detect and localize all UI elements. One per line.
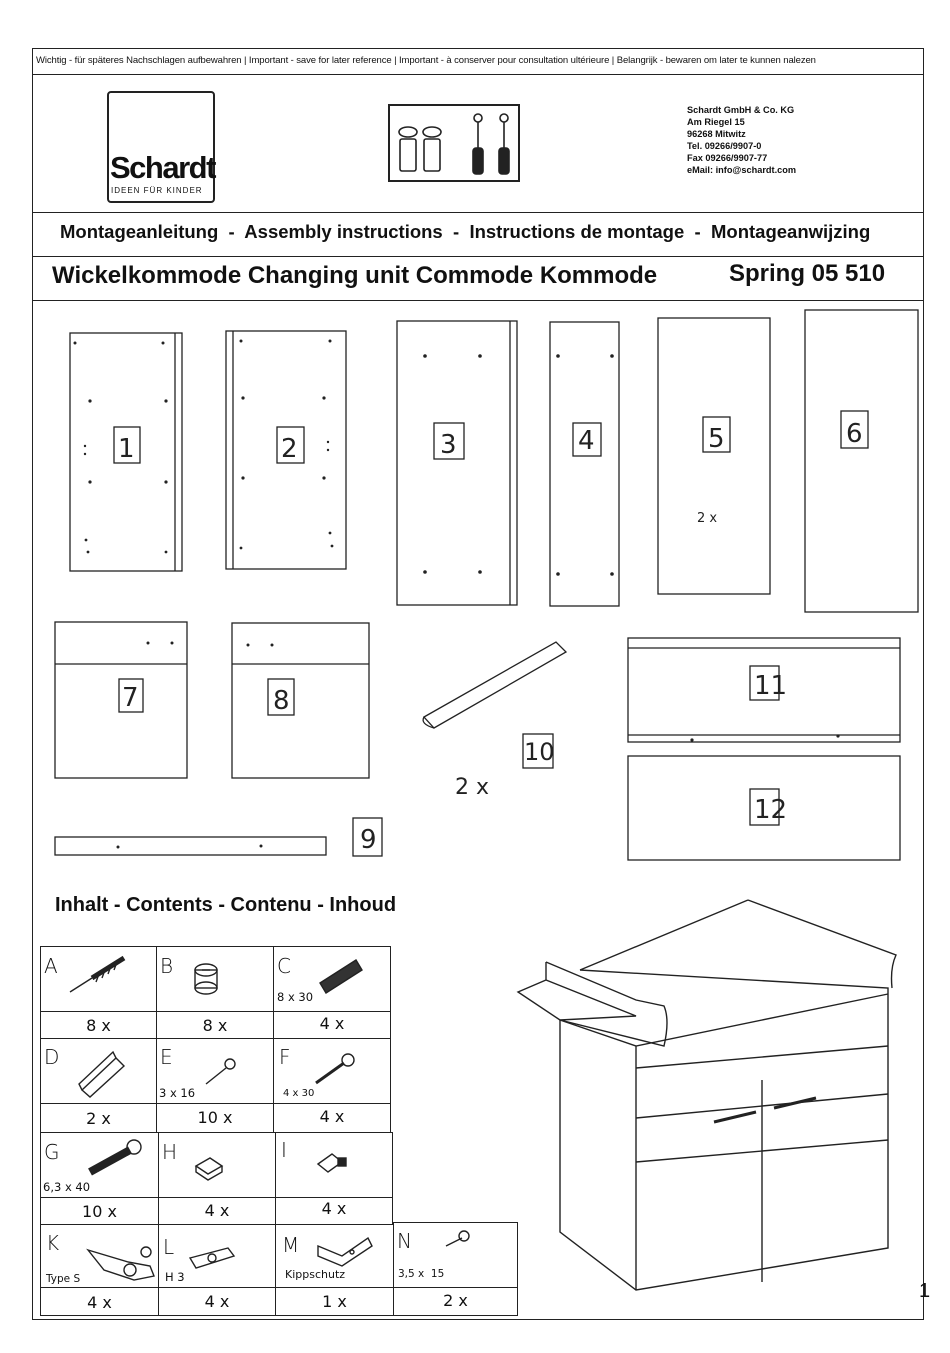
part-quantity: 4 x [319,1107,345,1126]
panel-9 [54,836,327,856]
panel-11 [627,637,901,743]
hinge-icon [86,1246,155,1281]
part-letter: F [279,1045,291,1069]
part-size: 4 x 30 [283,1088,315,1099]
divider [32,74,924,75]
part-quantity: 4 x [319,1014,345,1033]
part-size: 6,3 x 40 [43,1180,91,1194]
part-letter: E [160,1045,173,1069]
shelf-support-icon [194,1157,224,1181]
panel-label: 6 [846,419,863,449]
header-note: Wichtig - für späteres Nachschlagen aufb… [36,55,816,66]
panel-quantity: 2 x [455,775,489,800]
panel-2 [225,330,347,570]
divider [32,300,924,301]
part-quantity: 8 x [86,1016,111,1035]
part-quantity: 2 x [443,1291,468,1310]
panel-quantity: 2 x [697,511,717,526]
product-title: Wickelkommode Changing unit Commode Komm… [52,262,658,289]
company-line: Fax 09266/9907-77 [687,153,768,163]
anti-tip-angle-icon [317,1236,373,1267]
part-letter: H [162,1140,178,1164]
page-number: 1 [919,1280,931,1302]
divider [32,256,924,257]
dowels-and-screwdrivers-icon [388,104,520,182]
qty-cell [393,1287,518,1316]
connector-bolt-icon [88,1139,142,1176]
model-number: Spring 05 510 [729,260,886,287]
changing-unit-illustration [516,899,897,1291]
part-quantity: 1 x [322,1292,347,1311]
part-size: 3,5 x 15 [398,1268,445,1280]
panel-label: 10 [524,738,555,766]
panel-label: 1 [118,434,135,464]
panel-label: 3 [440,430,457,460]
screw-icon [445,1230,470,1247]
panel-8 [231,622,370,779]
panel-6 [804,309,919,613]
bracket-icon [316,1153,347,1173]
part-quantity: 10 x [197,1108,233,1127]
part-letter: K [46,1231,60,1255]
part-size: 3 x 16 [159,1086,196,1100]
wooden-dowel-icon [319,959,363,994]
part-quantity: 8 x [202,1016,228,1035]
page-frame [32,48,924,1320]
part-letter: A [44,954,58,978]
part-quantity: 2 x [86,1109,111,1128]
part-letter: L [163,1235,175,1259]
panel-label: 4 [578,426,595,456]
panel-4 [549,321,620,607]
logo [107,91,215,203]
part-size: 8 x 30 [277,990,314,1004]
company-line: eMail: info@schardt.com [687,165,797,175]
part-letter: C [277,954,291,978]
panel-12 [627,755,901,861]
instructions-subtitle: Montageanleitung - Assembly instructions… [60,221,871,242]
panel-label: 2 [281,434,298,464]
panel-5 [657,317,771,595]
company-line: Tel. 09266/9907-0 [687,141,762,151]
panel-label: 11 [754,671,787,701]
contents-heading: Inhalt - Contents - Contenu - Inhoud [55,894,397,916]
hinge-plate-icon [188,1247,236,1269]
part-quantity: 4 x [321,1199,347,1218]
part-quantity: 10 x [82,1202,117,1221]
dowel-screw-icon [69,955,126,993]
panels-drawing: 1 2 3 4 5 6 7 8 9 11 12 10 2 x 2 x [54,309,919,861]
logo-tagline: IDEEN FÜR KINDER [111,186,203,195]
panel-label: 12 [754,795,787,825]
part-letter: B [160,954,174,978]
panel-1 [69,332,183,572]
handle-icon [78,1050,126,1098]
part-letter: I [281,1138,287,1162]
screw-icon [315,1053,355,1085]
company-address: Schardt GmbH & Co. KG Am Riegel 15 96268… [687,104,796,176]
part-quantity: 4 x [87,1293,112,1312]
panel-label: 8 [273,686,290,716]
part-letter: M [282,1233,300,1257]
company-line: Schardt GmbH & Co. KG [687,105,795,115]
part-letter: D [44,1045,60,1069]
company-line: 96268 Mitwitz [687,129,746,139]
panel-label: 5 [708,424,725,454]
logo-name: Schardt [110,150,216,185]
divider [32,212,924,213]
part-quantity: 4 x [204,1292,230,1311]
part-size: Kippschutz [285,1268,346,1281]
panel-label: 7 [122,683,139,713]
screw-icon [205,1058,236,1085]
panel-label: 9 [360,825,377,855]
part-size: H 3 [165,1270,185,1284]
panel-7 [54,621,188,779]
part-size: Type S [46,1273,81,1285]
part-letter: N [397,1229,412,1253]
cam-lock-icon [194,963,218,995]
company-line: Am Riegel 15 [687,117,745,127]
panel-3 [396,320,518,606]
part-letter: G [44,1140,60,1164]
part-quantity: 4 x [204,1201,230,1220]
panel-10 [422,641,568,729]
